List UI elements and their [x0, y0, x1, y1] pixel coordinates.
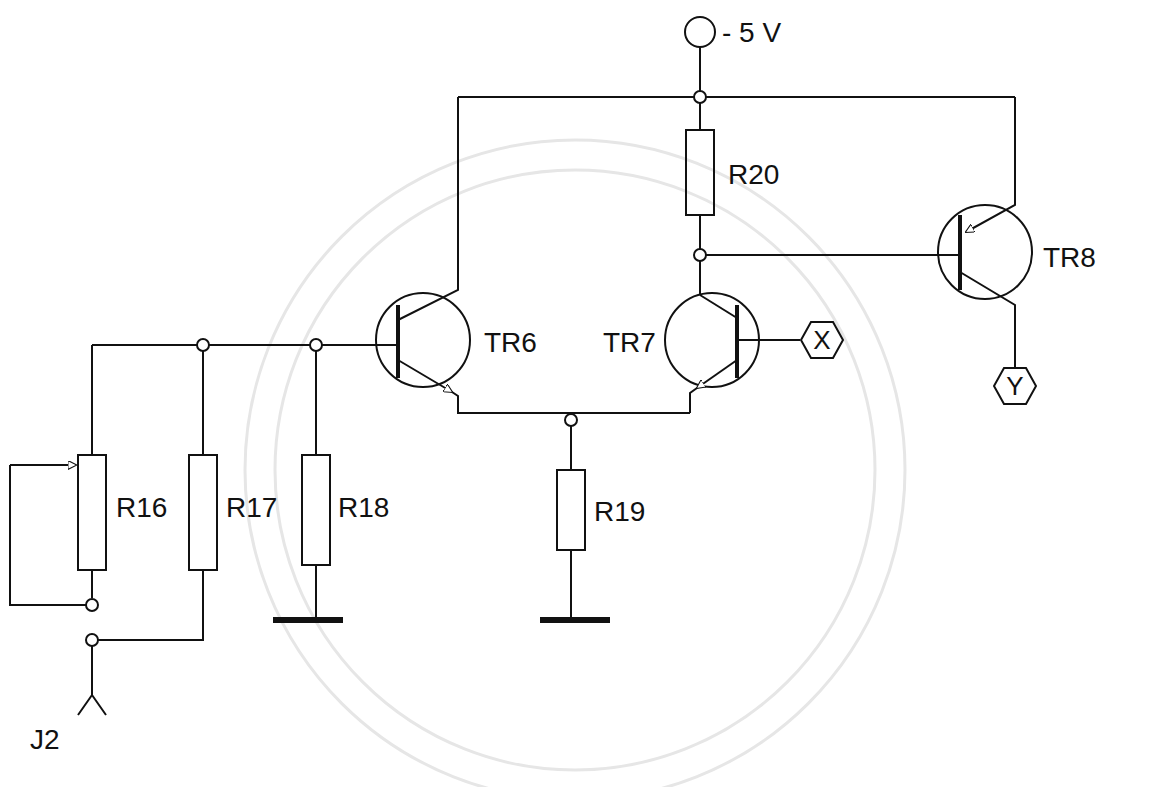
transistor-label: TR7	[603, 329, 656, 357]
wire	[700, 254, 960, 256]
potentiometer-symbol	[78, 455, 106, 570]
resistor-symbol	[686, 130, 714, 215]
wire	[458, 96, 1015, 98]
resistor-label: R20	[728, 161, 779, 189]
jack-symbol	[78, 646, 106, 715]
resistor-symbol	[302, 455, 330, 565]
resistor-symbol	[557, 470, 585, 550]
signal-name: X	[813, 327, 830, 353]
signal-hexagon: X	[800, 321, 844, 359]
ground-symbol	[273, 617, 343, 623]
transistor-label: TR8	[1043, 244, 1096, 272]
supply-label: - 5 V	[722, 19, 781, 47]
resistor-label: R17	[226, 494, 277, 522]
connector-label: J2	[30, 726, 60, 754]
transistor-symbol	[938, 205, 1032, 299]
transistor-label: TR6	[484, 329, 537, 357]
ground-symbol	[540, 617, 610, 623]
resistor-label: R19	[594, 498, 645, 526]
signal-hexagon: Y	[993, 367, 1037, 405]
wire	[699, 47, 701, 130]
supply-terminal	[685, 17, 715, 47]
signal-name: Y	[1006, 373, 1023, 399]
resistor-label: R16	[116, 494, 167, 522]
resistor-label: R18	[338, 494, 389, 522]
watermark-seal	[245, 140, 905, 787]
resistor-symbol	[189, 455, 217, 570]
